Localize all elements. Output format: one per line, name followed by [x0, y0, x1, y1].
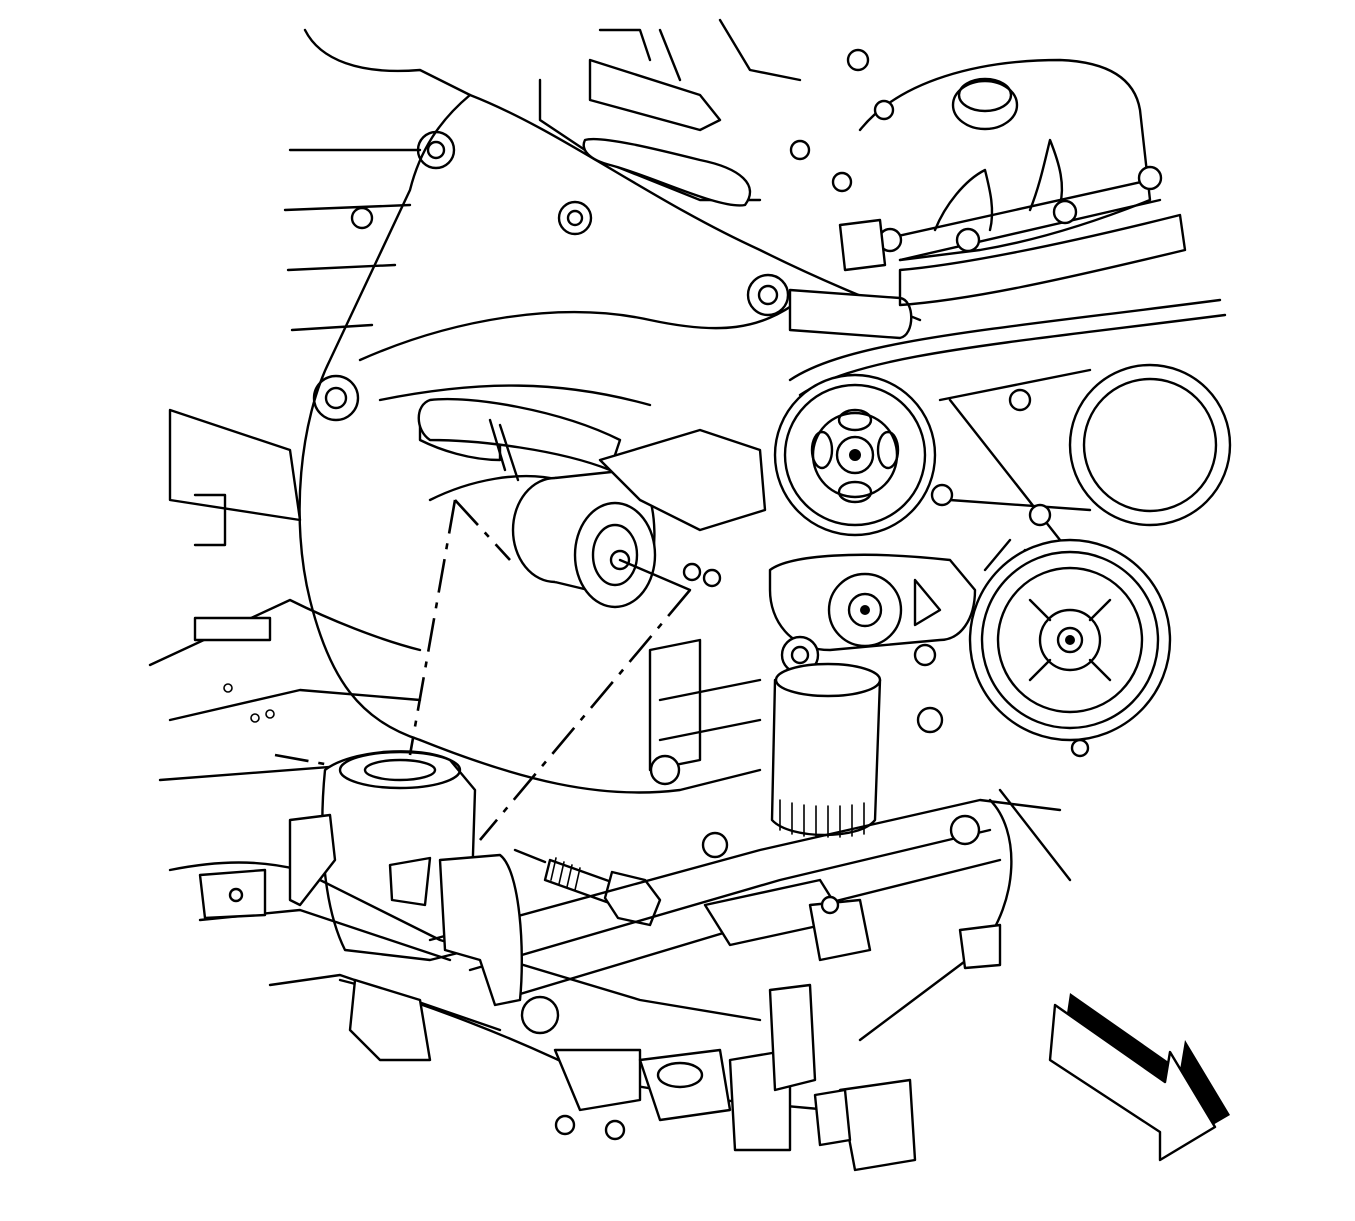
installation-guide: [274, 499, 691, 841]
engine-mount: [321, 428, 767, 962]
frame-crossmember: [168, 788, 1072, 1172]
idler-pulley: [773, 363, 1232, 542]
direction-arrow-icon: [1048, 993, 1230, 1162]
valve-cover: [789, 48, 1187, 307]
engine-block: [358, 18, 922, 794]
oil-fill-cap: [951, 77, 1019, 131]
oil-filter: [770, 662, 882, 838]
mount-bolt: [513, 848, 662, 927]
coolant-hose: [417, 397, 622, 482]
transmission-housing: [148, 28, 472, 782]
crankshaft-pulley: [968, 538, 1172, 758]
belt-tensioner: [768, 553, 977, 734]
